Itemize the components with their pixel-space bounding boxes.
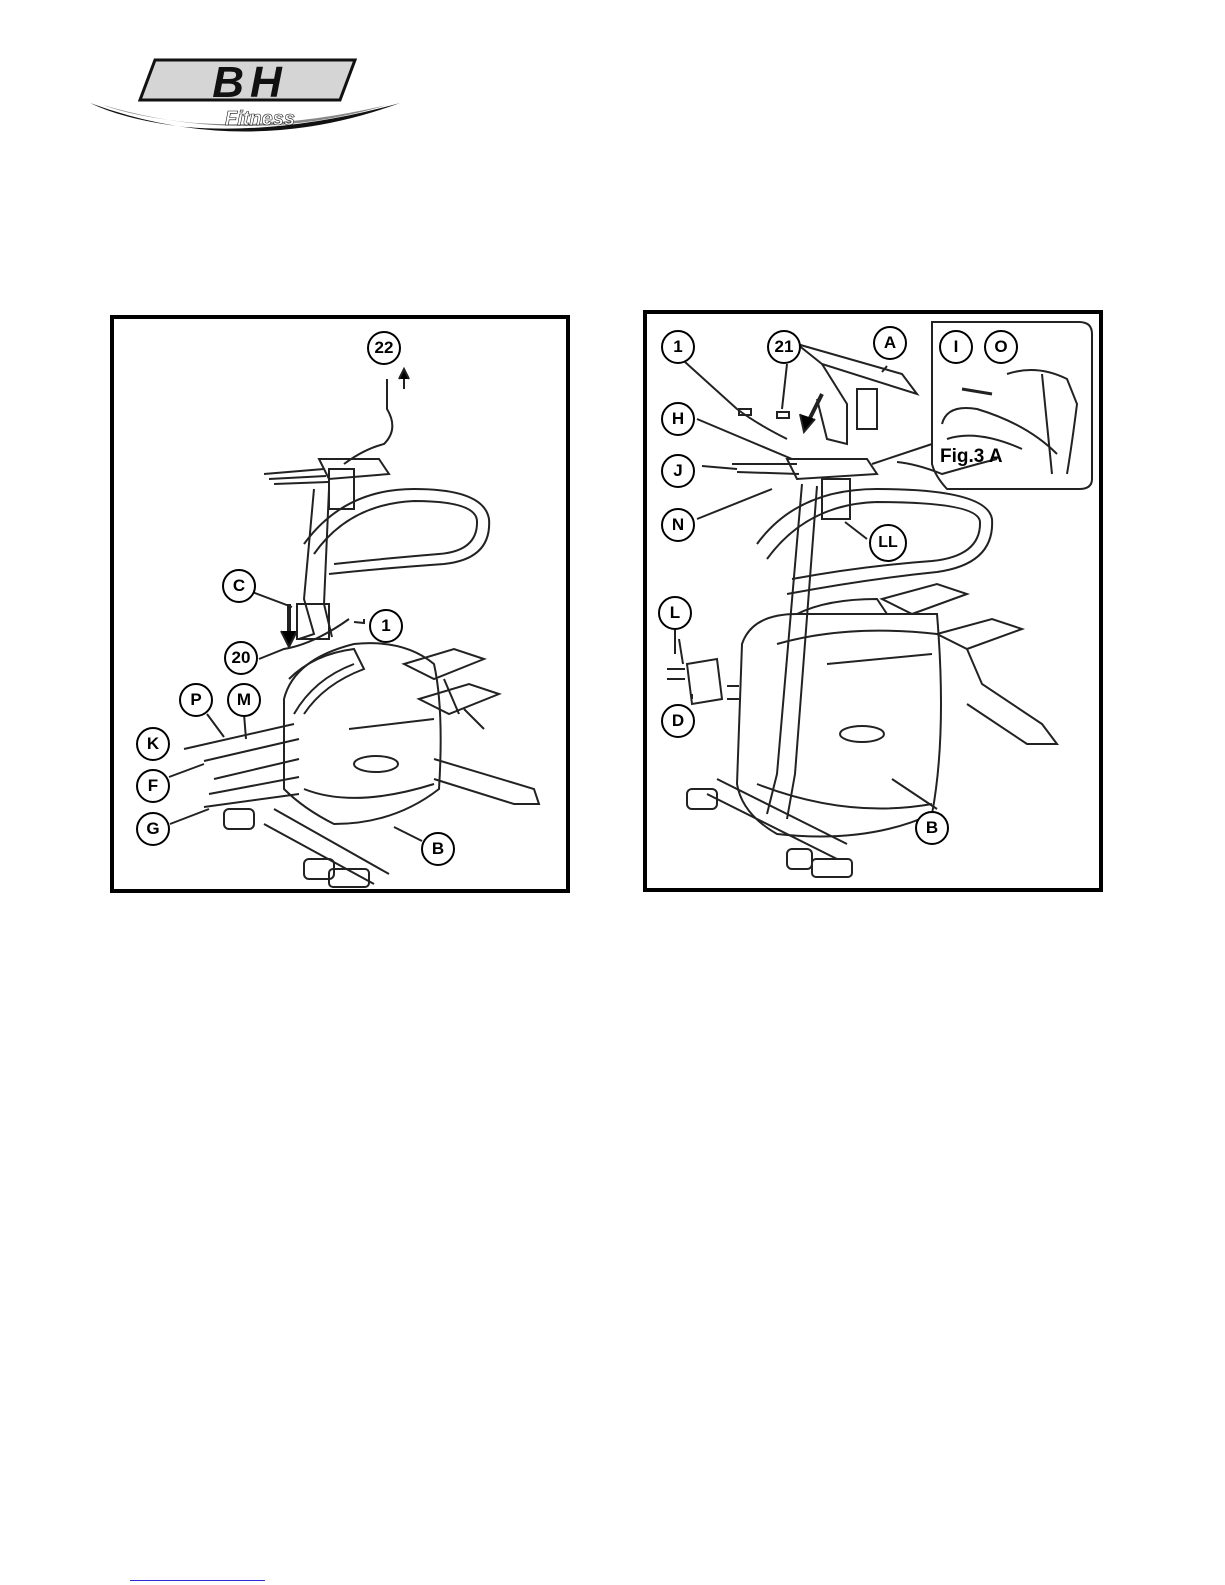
callout-j: J xyxy=(661,454,695,488)
callout-1: 1 xyxy=(369,609,403,643)
callout-a: A xyxy=(873,326,907,360)
callout-n: N xyxy=(661,508,695,542)
callout-d: D xyxy=(661,704,695,738)
bike-drawing-left xyxy=(114,319,566,889)
callout-l: L xyxy=(658,596,692,630)
callout-p: P xyxy=(179,683,213,717)
footer-link-underline xyxy=(130,1580,265,1581)
callout-g: G xyxy=(136,812,170,846)
callout-h: H xyxy=(661,402,695,436)
callout-i: I xyxy=(939,330,973,364)
logo-sub-text: Fitness xyxy=(225,108,295,130)
callout-k: K xyxy=(136,727,170,761)
callout-b: B xyxy=(915,811,949,845)
callout-22: 22 xyxy=(367,331,401,365)
callout-ll: LL xyxy=(869,524,907,562)
bike-drawing-right xyxy=(647,314,1099,888)
callout-m: M xyxy=(227,683,261,717)
callout-f: F xyxy=(136,769,170,803)
callout-21: 21 xyxy=(767,330,801,364)
callout-o: O xyxy=(984,330,1018,364)
assembly-figure-left: 22 C 1 20 P M K F G B xyxy=(110,315,570,893)
callout-1: 1 xyxy=(661,330,695,364)
bh-fitness-logo: BH Fitness xyxy=(85,55,405,145)
callout-20: 20 xyxy=(224,641,258,675)
callout-c: C xyxy=(222,569,256,603)
assembly-figure-right: 1 21 A I O H J N LL L D B Fig.3 A xyxy=(643,310,1103,892)
callout-b: B xyxy=(421,832,455,866)
inset-figure-label: Fig.3 A xyxy=(940,446,1003,468)
logo-main-text: BH xyxy=(212,58,288,107)
